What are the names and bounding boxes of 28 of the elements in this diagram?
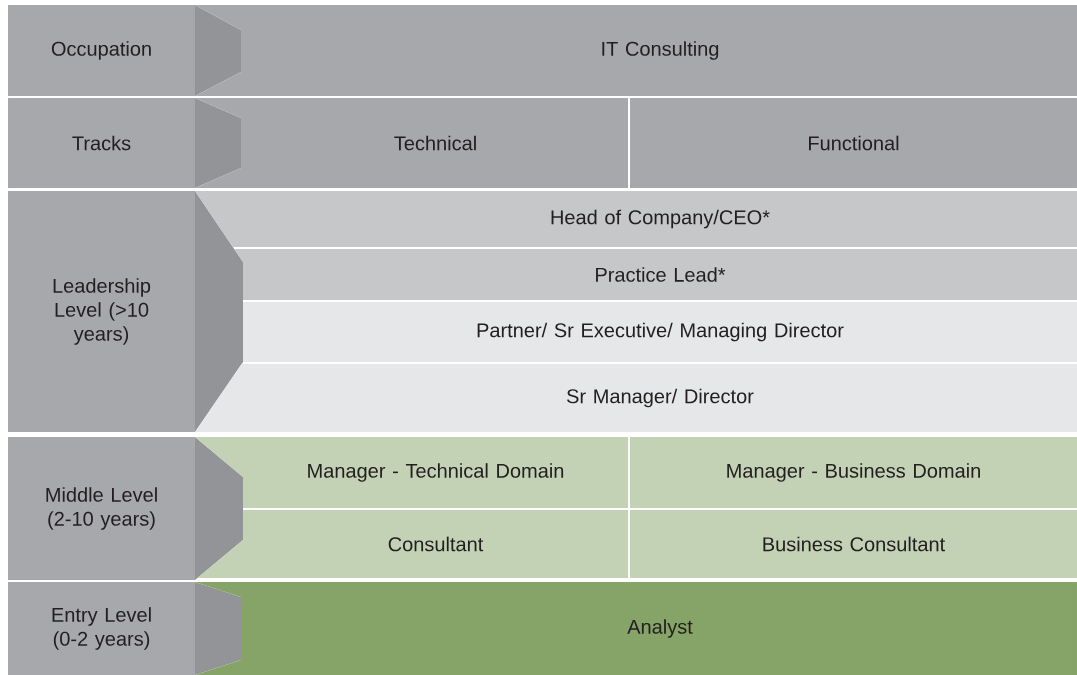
- node-label: Middle Level (2-10 years): [46, 487, 157, 530]
- role-box: Manager - Business Domain: [630, 437, 1077, 508]
- level-label-box: Entry Level (0-2 years): [8, 582, 241, 675]
- role-box: Head of Company/CEO*: [195, 191, 1077, 247]
- role-box: Practice Lead*: [234, 249, 1077, 300]
- node-label: Tracks: [72, 135, 131, 151]
- node-label: Occupation: [51, 41, 151, 60]
- level-label-box: Tracks: [8, 98, 241, 188]
- node-label: Sr Manager/ Director: [566, 388, 754, 408]
- node-label: Consultant: [388, 536, 484, 552]
- level-label-box: Occupation: [8, 5, 241, 96]
- node-label: Entry Level (0-2 years): [52, 607, 151, 650]
- node-label: Technical: [394, 135, 476, 151]
- node-label: Practice Lead*: [596, 267, 726, 282]
- role-box: Business Consultant: [630, 510, 1077, 578]
- role-box: Analyst: [195, 582, 1077, 675]
- node-label: Head of Company/CEO*: [551, 209, 770, 229]
- node-label: Manager - Technical Domain: [308, 463, 564, 482]
- role-box: Sr Manager/ Director: [195, 364, 1077, 432]
- node-label: Manager - Business Domain: [727, 463, 980, 482]
- level-label-box: Middle Level (2-10 years): [8, 437, 243, 580]
- role-box: Partner/ Sr Executive/ Managing Director: [243, 302, 1077, 362]
- node-label: IT Consulting: [602, 41, 719, 60]
- level-label-box: Leadership Level (>10 years): [8, 191, 243, 432]
- node-label: Business Consultant: [763, 536, 946, 552]
- role-box: Functional: [630, 98, 1077, 188]
- node-label: Partner/ Sr Executive/ Managing Director: [477, 322, 844, 342]
- node-label: Functional: [809, 135, 899, 151]
